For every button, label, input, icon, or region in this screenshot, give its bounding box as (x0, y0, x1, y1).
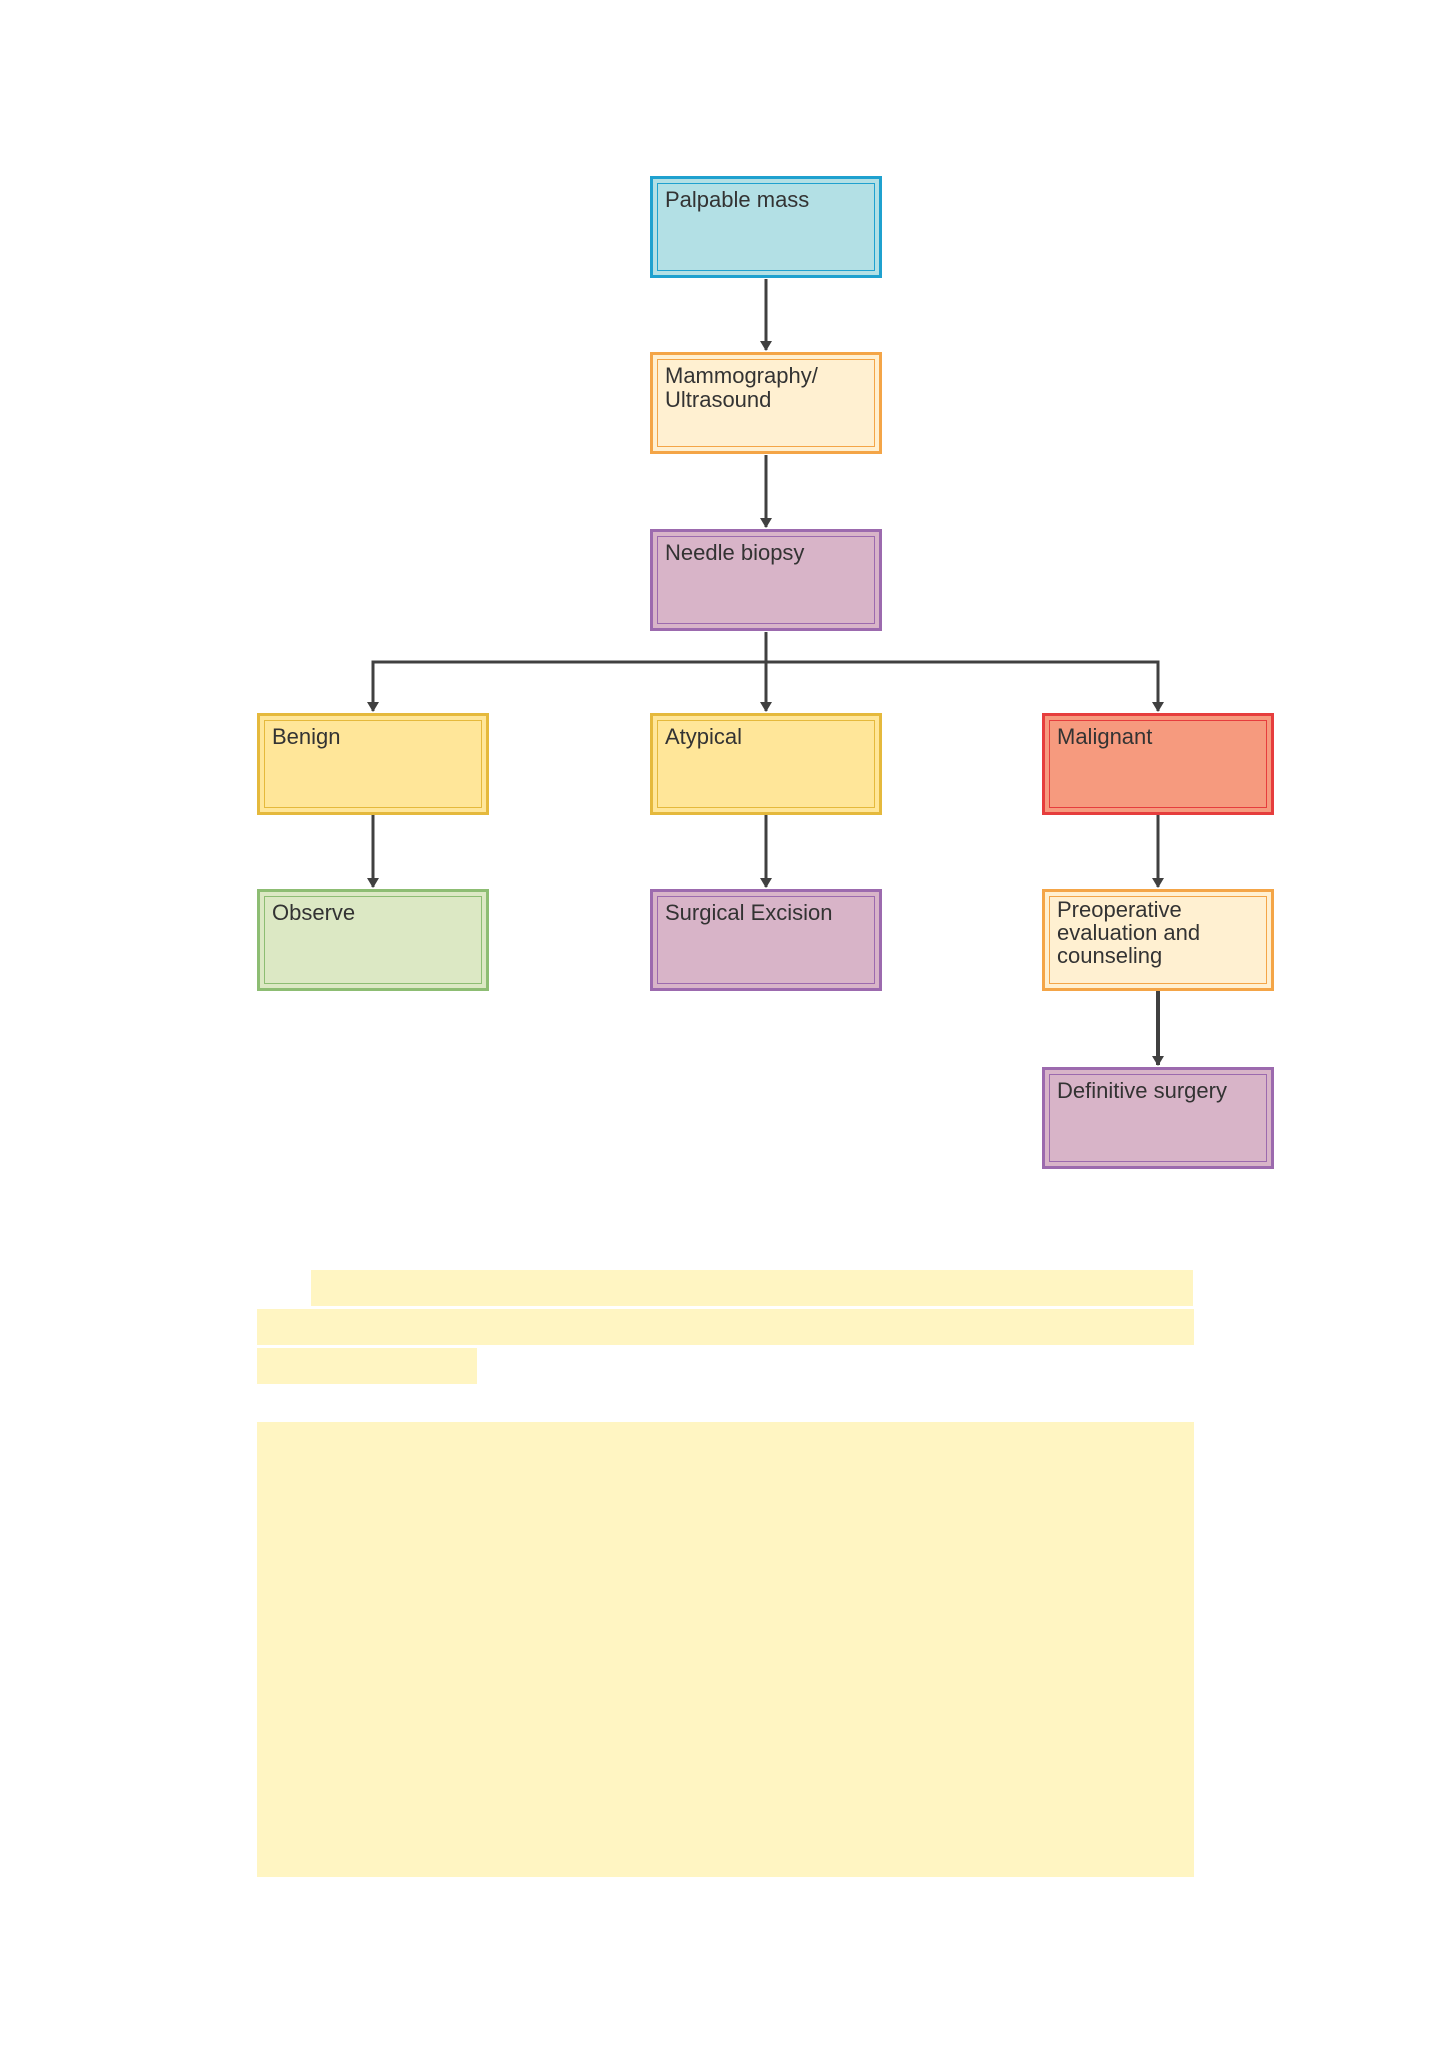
node-label: Preoperative evaluation and counseling (1057, 897, 1201, 968)
node-needle-biopsy: Needle biopsy (650, 529, 882, 631)
node-label: Malignant (1057, 724, 1153, 749)
caption-highlight-line-1 (311, 1270, 1193, 1306)
node-label: Surgical Excision (665, 900, 833, 925)
node-benign: Benign (257, 713, 489, 815)
text-highlight-block (257, 1422, 1194, 1877)
node-preoperative-evaluation: Preoperative evaluation and counseling (1042, 889, 1274, 991)
node-atypical: Atypical (650, 713, 882, 815)
node-definitive-surgery: Definitive surgery (1042, 1067, 1274, 1169)
node-mammography-ultrasound: Mammography/ Ultrasound (650, 352, 882, 454)
node-inner-border (657, 359, 875, 447)
caption-highlight-line-3 (257, 1348, 477, 1384)
edge-needle-biopsy-to-malignant (766, 660, 1164, 712)
node-inner-border (657, 896, 875, 984)
node-label: Observe (272, 900, 356, 925)
node-inner-border (657, 720, 875, 808)
node-label: Atypical (665, 724, 743, 749)
node-inner-border (657, 183, 875, 271)
node-inner-border (657, 536, 875, 624)
node-inner-border (1049, 1074, 1267, 1162)
node-inner-border (264, 720, 482, 808)
node-inner-border (1049, 720, 1267, 808)
node-surgical-excision: Surgical Excision (650, 889, 882, 991)
node-label: Needle biopsy (665, 540, 805, 565)
caption-highlight-line-2 (257, 1309, 1194, 1345)
node-palpable-mass: Palpable mass (650, 176, 882, 278)
node-inner-border (1049, 896, 1267, 984)
node-label: Benign (272, 724, 341, 749)
node-label: Palpable mass (665, 187, 810, 212)
node-inner-border (264, 896, 482, 984)
node-observe: Observe (257, 889, 489, 991)
node-malignant: Malignant (1042, 713, 1274, 815)
node-label: Mammography/ Ultrasound (665, 363, 818, 412)
node-label: Definitive surgery (1057, 1078, 1227, 1103)
edge-needle-biopsy-to-benign (367, 632, 768, 712)
